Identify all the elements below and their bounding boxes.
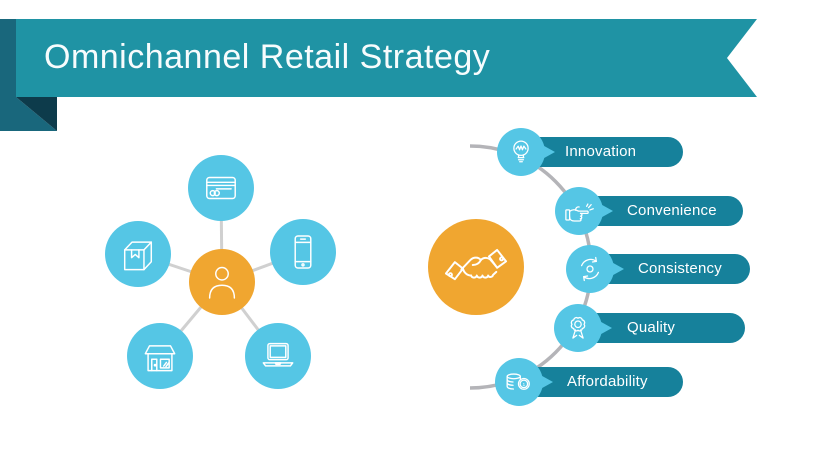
storefront-icon	[144, 345, 176, 372]
value-label: Affordability	[567, 373, 648, 390]
value-label: Convenience	[627, 202, 717, 219]
person-icon	[208, 266, 236, 299]
package-box-icon	[123, 241, 153, 271]
hand-flick-icon	[565, 203, 594, 222]
hub-center-customer	[189, 249, 255, 315]
lightbulb-icon	[513, 140, 529, 163]
value-pill-quality: Quality	[578, 313, 745, 343]
coin-digit: 1	[523, 382, 526, 388]
laptop-icon	[262, 342, 294, 367]
coins-icon: 1	[506, 373, 530, 390]
value-label: Innovation	[565, 143, 637, 160]
value-label: Consistency	[638, 260, 722, 277]
title-banner: Omnichannel Retail Strategy	[16, 19, 757, 97]
smartphone-icon	[294, 235, 312, 269]
value-icon-circle-quality	[554, 304, 602, 352]
value-label: Quality	[627, 319, 676, 336]
handshake-circle	[428, 219, 524, 315]
channel-node-store	[127, 323, 193, 389]
award-ribbon-icon	[570, 317, 586, 339]
channel-node-package	[105, 221, 171, 287]
value-icon-circle-convenience	[555, 187, 603, 235]
handshake-icon	[444, 248, 508, 281]
channel-node-mobile	[270, 219, 336, 285]
channel-node-credit-card	[188, 155, 254, 221]
value-icon-circle-affordability: 1	[495, 358, 543, 406]
value-icon-circle-innovation	[497, 128, 545, 176]
channel-node-laptop	[245, 323, 311, 389]
sync-arrows-icon	[580, 256, 600, 282]
value-icon-circle-consistency	[566, 245, 614, 293]
page-title: Omnichannel Retail Strategy	[44, 38, 491, 76]
credit-card-icon	[206, 176, 236, 200]
